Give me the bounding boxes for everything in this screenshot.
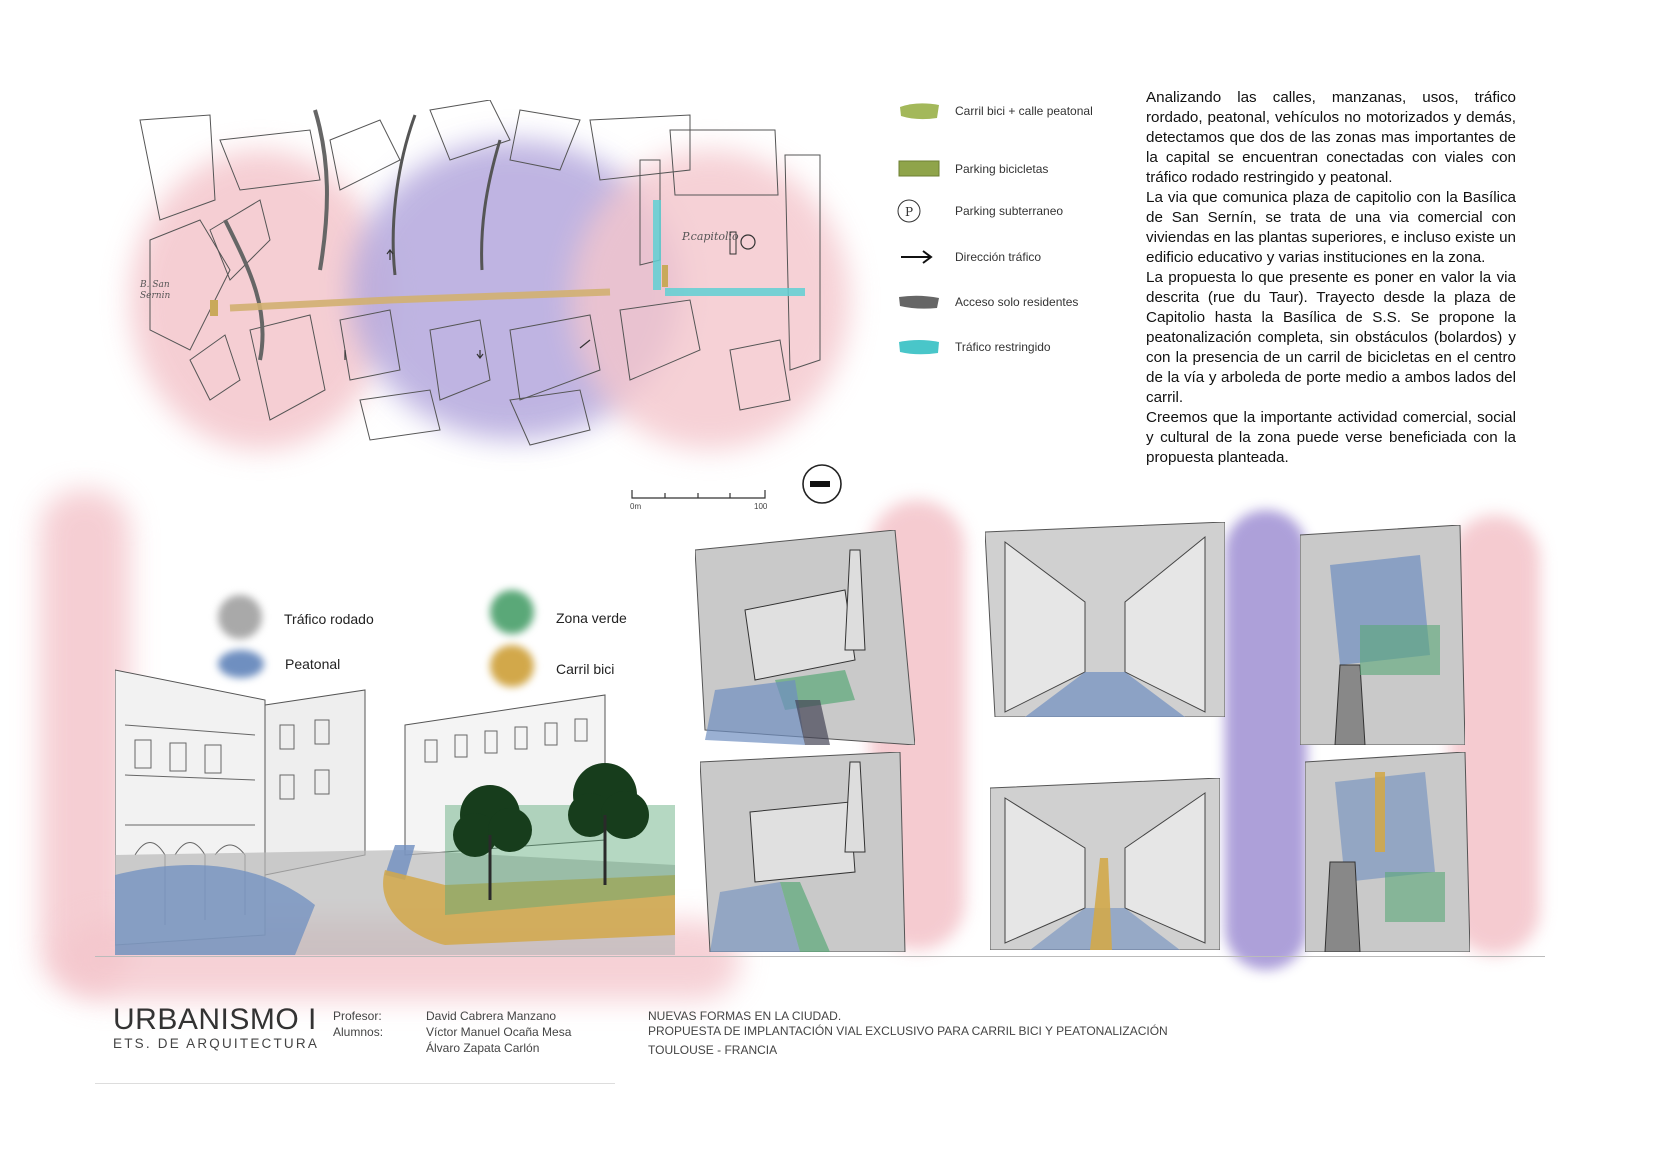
legend-residents-only: Acceso solo residentes xyxy=(897,293,1078,311)
scale-bar: 0m 100 xyxy=(630,488,770,518)
description-text: Analizando las calles, manzanas, usos, t… xyxy=(1146,88,1516,468)
proposal-title: PROPUESTA DE IMPLANTACIÓN VIAL EXCLUSIVO… xyxy=(648,1024,1168,1038)
pink-zone-right xyxy=(570,150,850,450)
legend-traffic-direction: Dirección tráfico xyxy=(897,248,1041,266)
aerial-sketch-5 xyxy=(990,778,1220,950)
aerial-sketch-2 xyxy=(985,522,1225,717)
lavender-wash-col2 xyxy=(1225,510,1307,970)
legend-traffic-label: Tráfico rodado xyxy=(284,611,374,627)
legend-pedestrian-label: Peatonal xyxy=(285,656,341,672)
description-paragraph: La propuesta lo que presente es poner en… xyxy=(1146,269,1516,406)
aerial-sketch-1 xyxy=(695,530,915,745)
aerial-sketch-4 xyxy=(700,752,910,952)
arrow-right-icon xyxy=(897,248,941,266)
green-brush-swatch-icon xyxy=(897,102,941,120)
legend-bike-parking: Parking bicicletas xyxy=(897,160,1048,178)
footer-divider xyxy=(95,956,1545,957)
legend-bike-label: Carril bici xyxy=(556,661,615,677)
street-map-drawing xyxy=(139,100,821,446)
school-name: ETS. DE ARQUITECTURA xyxy=(113,1036,320,1051)
bike-lane-swatch-icon xyxy=(490,645,534,687)
student-name: Álvaro Zapata Carlón xyxy=(426,1041,540,1055)
gray-brush-swatch-icon xyxy=(897,293,941,311)
description-paragraph: Creemos que la importante actividad come… xyxy=(1146,409,1516,466)
capitolio-label: P.capitolio xyxy=(682,230,739,243)
north-arrow-icon xyxy=(801,463,843,505)
description-paragraph: Analizando las calles, manzanas, usos, t… xyxy=(1146,89,1516,186)
svg-text:P: P xyxy=(905,205,913,219)
legend-bike-pedestrian: Carril bici + calle peatonal xyxy=(897,102,1093,120)
basilica-label: B. San Sernin xyxy=(140,280,171,301)
green-zone-swatch-icon xyxy=(490,590,534,634)
scale-end: 100 xyxy=(754,502,768,511)
traffic-swatch-icon xyxy=(218,595,262,639)
aerial-sketch-3 xyxy=(1300,525,1465,745)
aerial-sketch-6 xyxy=(1305,752,1470,952)
street-perspective-sketch xyxy=(115,665,695,955)
description-paragraph: La via que comunica plaza de capitolio c… xyxy=(1146,189,1516,266)
professor-label: Profesor: xyxy=(333,1009,382,1023)
green-rect-swatch-icon xyxy=(897,160,941,178)
location-title: TOULOUSE - FRANCIA xyxy=(648,1043,778,1057)
pedestrian-swatch-icon xyxy=(218,650,264,678)
topic-title: NUEVAS FORMAS EN LA CIUDAD. xyxy=(648,1009,842,1023)
scale-start: 0m xyxy=(630,502,642,511)
cyan-brush-swatch-icon xyxy=(897,338,941,356)
student-name: Víctor Manuel Ocaña Mesa xyxy=(426,1025,572,1039)
professor-name: David Cabrera Manzano xyxy=(426,1009,557,1023)
site-plan-map: P.capitolio B. San Sernin xyxy=(130,100,850,460)
legend-restricted-traffic: Tráfico restringido xyxy=(897,338,1051,356)
students-label: Alumnos: xyxy=(333,1025,384,1039)
parking-p-icon: P xyxy=(897,199,941,223)
course-title: URBANISMO I xyxy=(113,1003,317,1036)
legend-underground-parking: P Parking subterraneo xyxy=(897,199,1063,223)
legend-green-label: Zona verde xyxy=(556,610,627,626)
bottom-rule xyxy=(95,1083,615,1084)
